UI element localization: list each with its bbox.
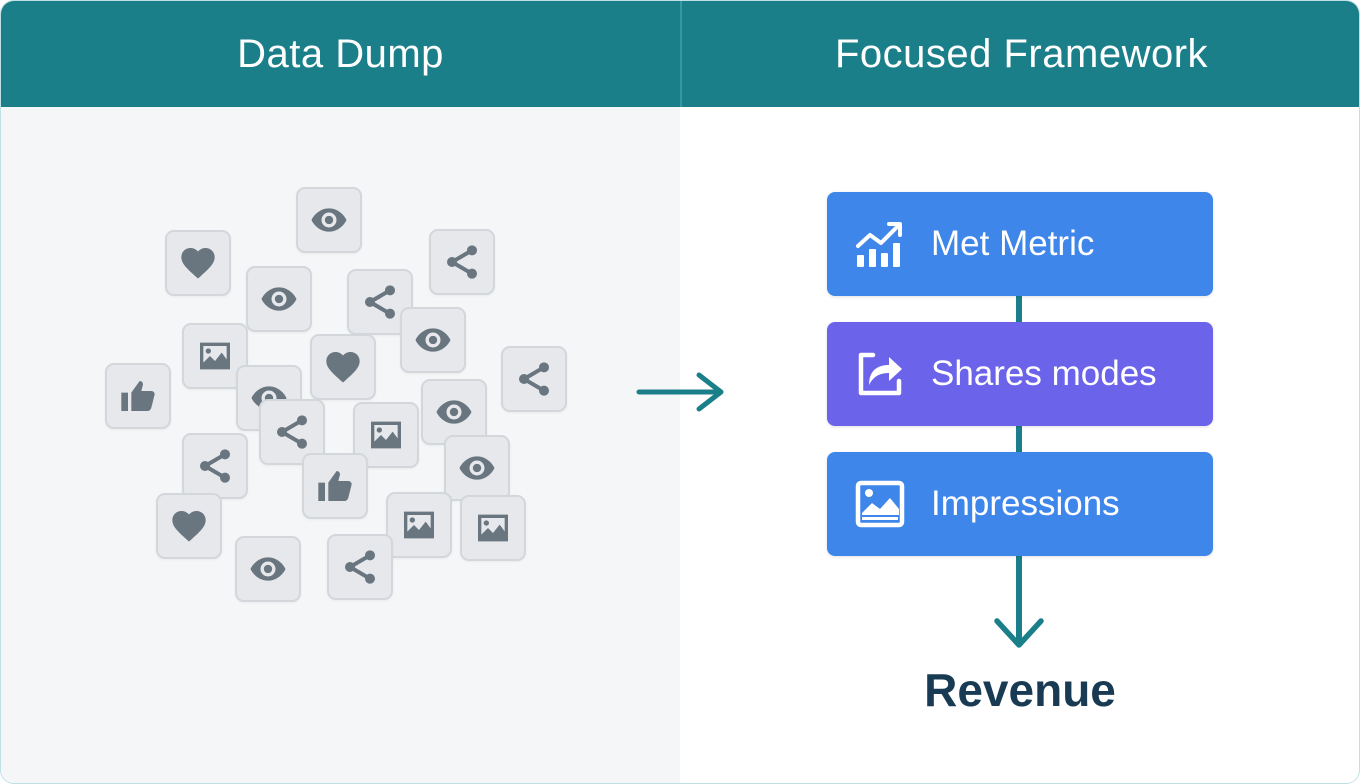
step-label: Shares modes bbox=[931, 354, 1157, 393]
heart-tile bbox=[310, 334, 376, 400]
eye-icon bbox=[248, 549, 288, 589]
arrow-right-icon bbox=[636, 372, 724, 412]
share-icon bbox=[340, 547, 380, 587]
heart-icon bbox=[178, 243, 218, 283]
image-icon bbox=[473, 508, 513, 548]
header-bar: Data Dump Focused Framework bbox=[1, 1, 1359, 107]
step-impressions: Impressions bbox=[827, 452, 1213, 556]
image-tile bbox=[460, 495, 526, 561]
step-met-metric: Met Metric bbox=[827, 192, 1213, 296]
eye-icon bbox=[309, 200, 349, 240]
step-label: Impressions bbox=[931, 484, 1120, 523]
eye-icon bbox=[259, 279, 299, 319]
thumbs-up-icon bbox=[118, 376, 158, 416]
heart-icon bbox=[323, 347, 363, 387]
eye-tile bbox=[444, 435, 510, 501]
left-title: Data Dump bbox=[237, 31, 444, 76]
image-icon bbox=[855, 479, 905, 529]
chart-trend-icon bbox=[855, 219, 905, 269]
share-tile bbox=[182, 433, 248, 499]
eye-icon bbox=[434, 392, 474, 432]
share-tile bbox=[429, 229, 495, 295]
image-icon bbox=[366, 415, 406, 455]
share-icon bbox=[442, 242, 482, 282]
heart-tile bbox=[156, 493, 222, 559]
share-icon bbox=[360, 282, 400, 322]
connector-line bbox=[1016, 295, 1022, 323]
image-icon bbox=[399, 505, 439, 545]
arrow-down-icon bbox=[994, 618, 1044, 648]
share-icon bbox=[272, 412, 312, 452]
heart-icon bbox=[169, 506, 209, 546]
connector-line bbox=[1016, 425, 1022, 453]
right-title: Focused Framework bbox=[834, 31, 1209, 76]
eye-tile bbox=[296, 187, 362, 253]
share-icon bbox=[514, 359, 554, 399]
step-label: Met Metric bbox=[931, 224, 1095, 263]
image-tile bbox=[386, 492, 452, 558]
eye-tile bbox=[400, 307, 466, 373]
share-icon bbox=[195, 446, 235, 486]
image-icon bbox=[195, 336, 235, 376]
connector-line bbox=[1016, 555, 1022, 641]
eye-icon bbox=[457, 448, 497, 488]
thumbs-up-tile bbox=[105, 363, 171, 429]
eye-tile bbox=[246, 266, 312, 332]
revenue-result: Revenue bbox=[924, 664, 1116, 716]
step-shares-modes: Shares modes bbox=[827, 322, 1213, 426]
eye-tile bbox=[235, 536, 301, 602]
thumbs-up-icon bbox=[315, 466, 355, 506]
share-tile bbox=[501, 346, 567, 412]
eye-icon bbox=[413, 320, 453, 360]
share-tile bbox=[327, 534, 393, 600]
share-box-icon bbox=[855, 349, 905, 399]
thumbs-up-tile bbox=[302, 453, 368, 519]
header-divider bbox=[680, 1, 682, 107]
heart-tile bbox=[165, 230, 231, 296]
